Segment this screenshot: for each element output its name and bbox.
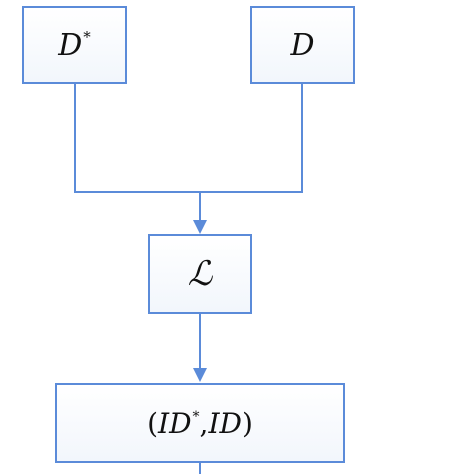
id-pair-first: ID	[158, 406, 192, 440]
id-pair-first-sup: *	[192, 408, 200, 425]
arrowhead-to-l	[193, 220, 207, 234]
node-l: ℒ	[148, 234, 252, 314]
node-id-pair: (ID*,ID)	[55, 383, 345, 463]
node-d-label: D	[290, 27, 315, 63]
node-d-star-base: D	[58, 27, 83, 63]
id-pair-second: ID	[208, 406, 242, 440]
id-pair-open: (	[147, 406, 159, 440]
arrowhead-to-id-pair	[193, 368, 207, 382]
node-d-star-label: D*	[58, 28, 91, 63]
node-d: D	[250, 6, 355, 84]
node-d-star: D*	[22, 6, 127, 84]
node-l-label: ℒ	[187, 254, 213, 294]
node-id-pair-label: (ID*,ID)	[147, 407, 253, 440]
id-pair-close: )	[241, 406, 253, 440]
id-pair-separator: ,	[199, 406, 209, 440]
node-d-star-sup: *	[83, 27, 91, 46]
